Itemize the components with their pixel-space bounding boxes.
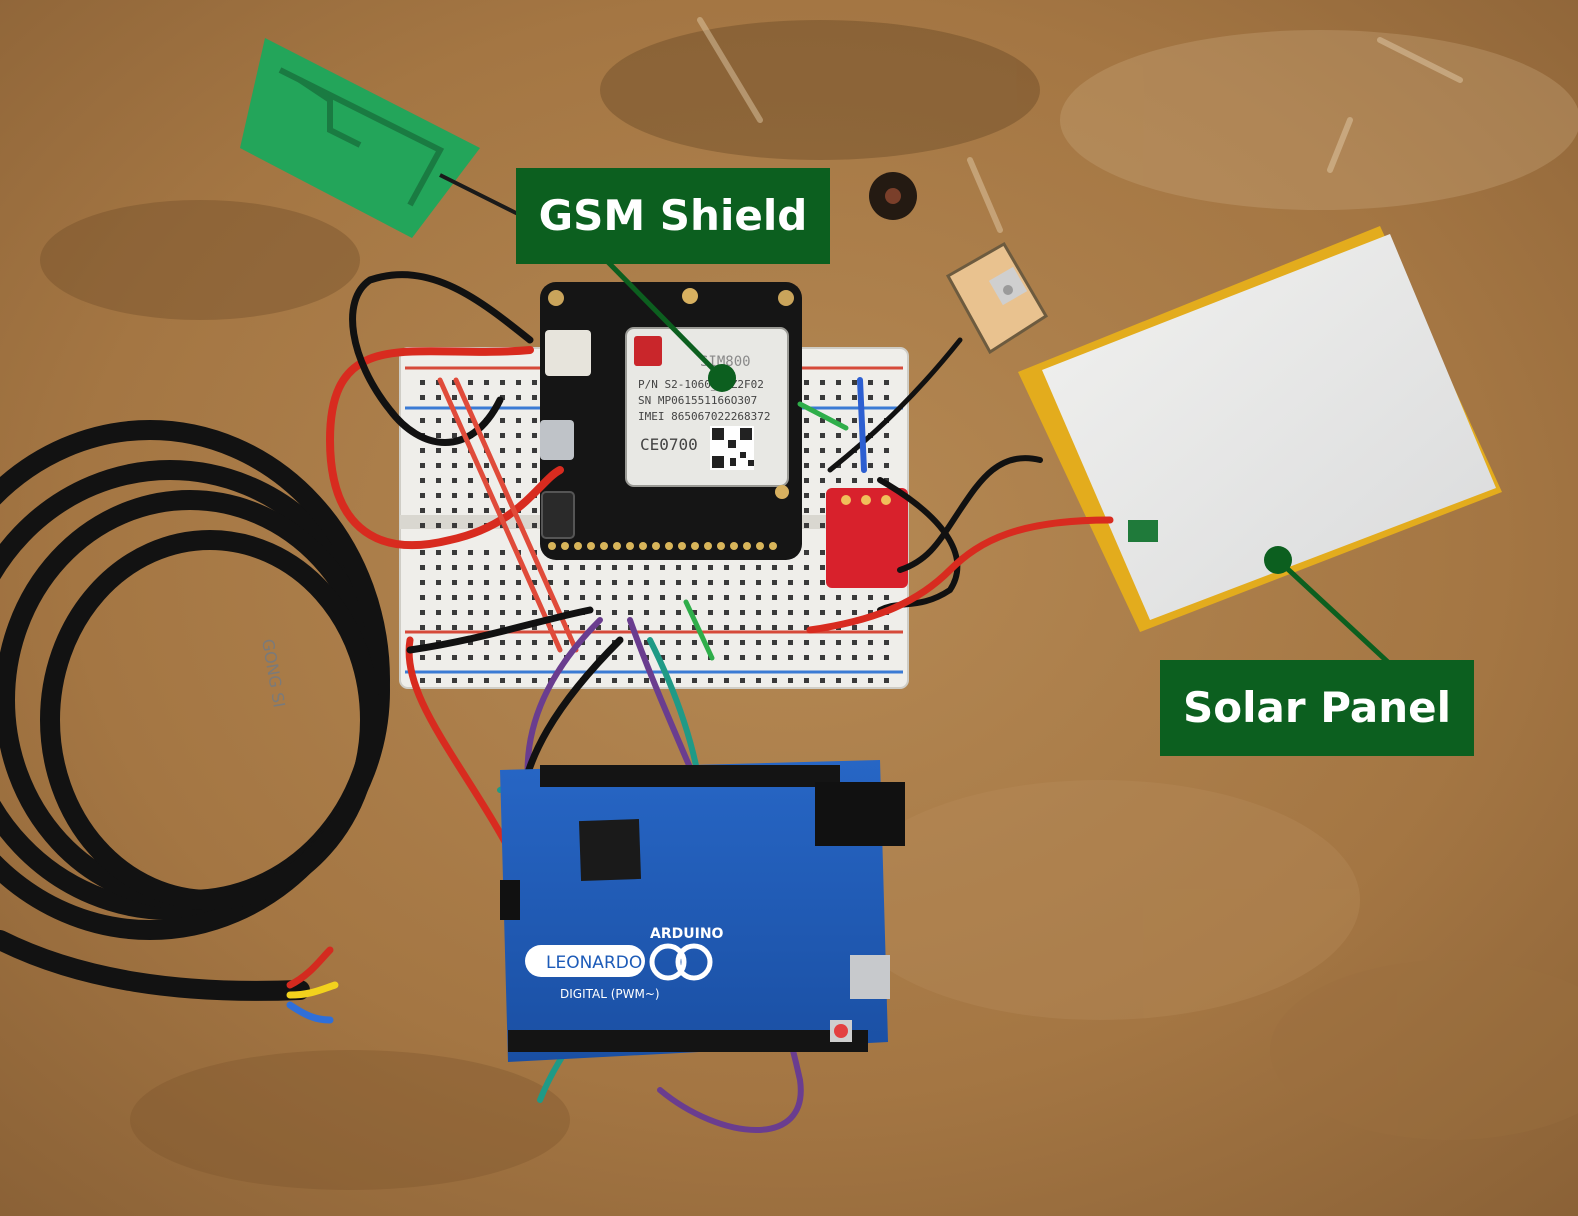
gsm-shield-label: GSM Shield [516, 168, 830, 264]
table-stains [40, 20, 1578, 1190]
gps-antenna-icon [945, 241, 1049, 355]
table-scratches [697, 17, 1463, 233]
gsm-shield-board: SIM800 P/N S2-1060__-Z2F02 SN MP06155116… [540, 282, 802, 560]
chip-pn: P/N S2-1060__-Z2F02 [638, 378, 764, 391]
power-board [826, 488, 908, 588]
arduino-model-text: LEONARDO [546, 953, 642, 973]
solar-panel-label: Solar Panel [1160, 660, 1474, 756]
chip-sn: SN MP061551166O307 [638, 394, 757, 407]
arduino-logo-icon [525, 943, 713, 981]
solar-pointer-dot [1264, 546, 1292, 574]
coiled-cable [0, 420, 390, 1001]
cable-wires [286, 946, 339, 1024]
gsm-pointer-dot [708, 364, 736, 392]
chip-imei: IMEI 865067022268372 [638, 410, 770, 423]
arduino-board: LEONARDO ARDUINO DIGITAL (PWM~) [500, 760, 905, 1062]
chip-ce: CE0700 [640, 435, 698, 454]
arduino-digital-text: DIGITAL (PWM~) [560, 987, 660, 1001]
callout-pointers [600, 254, 1392, 666]
arduino-brand-text: ARDUINO [650, 926, 724, 942]
battery-pack [1018, 226, 1502, 632]
qr-code-icon [710, 426, 754, 470]
gsm-antenna-icon [240, 38, 521, 238]
